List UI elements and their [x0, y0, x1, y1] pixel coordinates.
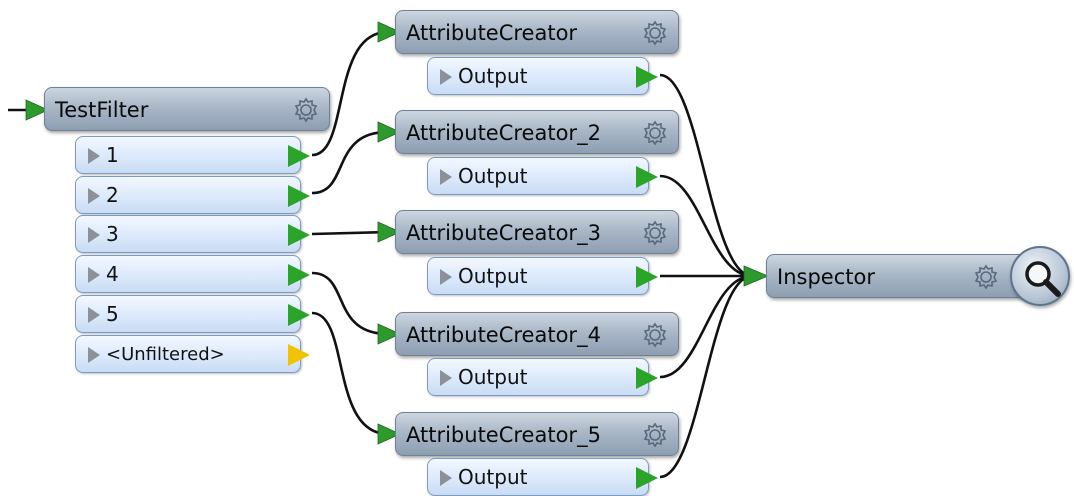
- testfilter-output-port[interactable]: 5: [75, 295, 310, 333]
- output-arrow[interactable]: [636, 367, 658, 389]
- inspector-title: Inspector: [777, 265, 875, 289]
- attributecreator-3-node[interactable]: AttributeCreator_3: [395, 210, 679, 254]
- inspector-node[interactable]: Inspector: [766, 254, 1046, 298]
- magnifier-icon: [1025, 261, 1061, 297]
- wire-out-5-to-inspector[interactable]: [659, 274, 753, 479]
- unfiltered-output-arrow[interactable]: [288, 344, 310, 366]
- attributecreator-4-output-port[interactable]: Output: [427, 358, 658, 396]
- testfilter-output-port[interactable]: 1: [75, 136, 310, 174]
- testfilter-title: TestFilter: [55, 98, 149, 122]
- port-label: 4: [106, 262, 119, 286]
- attributecreator-input-arrow[interactable]: [377, 21, 401, 43]
- inspector-magnifier-button[interactable]: [1010, 246, 1070, 306]
- gear-icon[interactable]: [640, 420, 670, 450]
- port-label: 5: [106, 302, 119, 326]
- output-arrow[interactable]: [636, 266, 658, 288]
- wire-out-1-to-inspector[interactable]: [659, 73, 753, 278]
- triangle-icon: [88, 227, 100, 243]
- attributecreator-2-title: AttributeCreator_2: [406, 121, 601, 145]
- output-arrow[interactable]: [288, 304, 310, 326]
- gear-icon[interactable]: [640, 218, 670, 248]
- attributecreator-output-port[interactable]: Output: [427, 57, 658, 95]
- wire-2-to-attributecreator-2[interactable]: [311, 130, 389, 195]
- triangle-icon: [88, 148, 100, 164]
- triangle-icon: [440, 169, 452, 185]
- attributecreator-5-input-arrow[interactable]: [377, 423, 401, 445]
- attributecreator-4-title: AttributeCreator_4: [406, 323, 601, 347]
- attributecreator-2-output-port[interactable]: Output: [427, 157, 658, 195]
- triangle-icon: [440, 470, 452, 486]
- testfilter-output-port[interactable]: 3: [75, 215, 310, 253]
- attributecreator-3-title: AttributeCreator_3: [406, 221, 601, 245]
- triangle-icon: [440, 69, 452, 85]
- testfilter-output-port[interactable]: 4: [75, 255, 310, 293]
- attributecreator-title: AttributeCreator: [406, 21, 578, 45]
- gear-icon[interactable]: [640, 118, 670, 148]
- attributecreator-3-output-port[interactable]: Output: [427, 257, 658, 295]
- output-arrow[interactable]: [636, 166, 658, 188]
- port-label: 3: [106, 222, 119, 246]
- attributecreator-4-input-arrow[interactable]: [377, 323, 401, 345]
- triangle-icon: [88, 307, 100, 323]
- attributecreator-4-node[interactable]: AttributeCreator_4: [395, 312, 679, 356]
- wire-4-to-attributecreator-4[interactable]: [311, 271, 389, 336]
- wire-3-to-attributecreator-3[interactable]: [311, 230, 389, 236]
- attributecreator-3-input-arrow[interactable]: [377, 221, 401, 243]
- inspector-input-arrow[interactable]: [743, 265, 770, 287]
- triangle-icon: [88, 347, 100, 363]
- port-label: 2: [106, 183, 119, 207]
- port-label: Output: [458, 365, 528, 389]
- output-arrow[interactable]: [636, 467, 658, 489]
- testfilter-input-arrow[interactable]: [25, 99, 49, 121]
- output-arrow[interactable]: [288, 224, 310, 246]
- output-arrow[interactable]: [636, 66, 658, 88]
- gear-icon[interactable]: [640, 18, 670, 48]
- attributecreator-5-title: AttributeCreator_5: [406, 423, 601, 447]
- testfilter-node[interactable]: TestFilter: [44, 87, 330, 131]
- output-arrow[interactable]: [288, 145, 310, 167]
- gear-icon[interactable]: [640, 320, 670, 350]
- port-label: <Unfiltered>: [106, 344, 225, 365]
- port-label: Output: [458, 64, 528, 88]
- port-label: Output: [458, 164, 528, 188]
- triangle-icon: [440, 269, 452, 285]
- output-arrow[interactable]: [288, 264, 310, 286]
- attributecreator-5-node[interactable]: AttributeCreator_5: [395, 412, 679, 456]
- output-arrow[interactable]: [288, 185, 310, 207]
- attributecreator-2-input-arrow[interactable]: [377, 121, 401, 143]
- gear-icon[interactable]: [971, 262, 1001, 292]
- port-label: Output: [458, 465, 528, 489]
- attributecreator-5-output-port[interactable]: Output: [427, 458, 658, 496]
- port-label: Output: [458, 264, 528, 288]
- testfilter-output-port-unfiltered[interactable]: <Unfiltered>: [75, 335, 310, 373]
- attributecreator-node[interactable]: AttributeCreator: [395, 10, 679, 54]
- triangle-icon: [440, 370, 452, 386]
- wire-out-2-to-inspector[interactable]: [659, 174, 753, 278]
- testfilter-output-port[interactable]: 2: [75, 176, 310, 214]
- wire-out-4-to-inspector[interactable]: [659, 274, 753, 379]
- wire-5-to-attributecreator-5[interactable]: [311, 311, 389, 436]
- gear-icon[interactable]: [291, 95, 321, 125]
- triangle-icon: [88, 188, 100, 204]
- wire-1-to-attributecreator[interactable]: [311, 30, 389, 157]
- attributecreator-2-node[interactable]: AttributeCreator_2: [395, 110, 679, 154]
- port-label: 1: [106, 143, 119, 167]
- triangle-icon: [88, 267, 100, 283]
